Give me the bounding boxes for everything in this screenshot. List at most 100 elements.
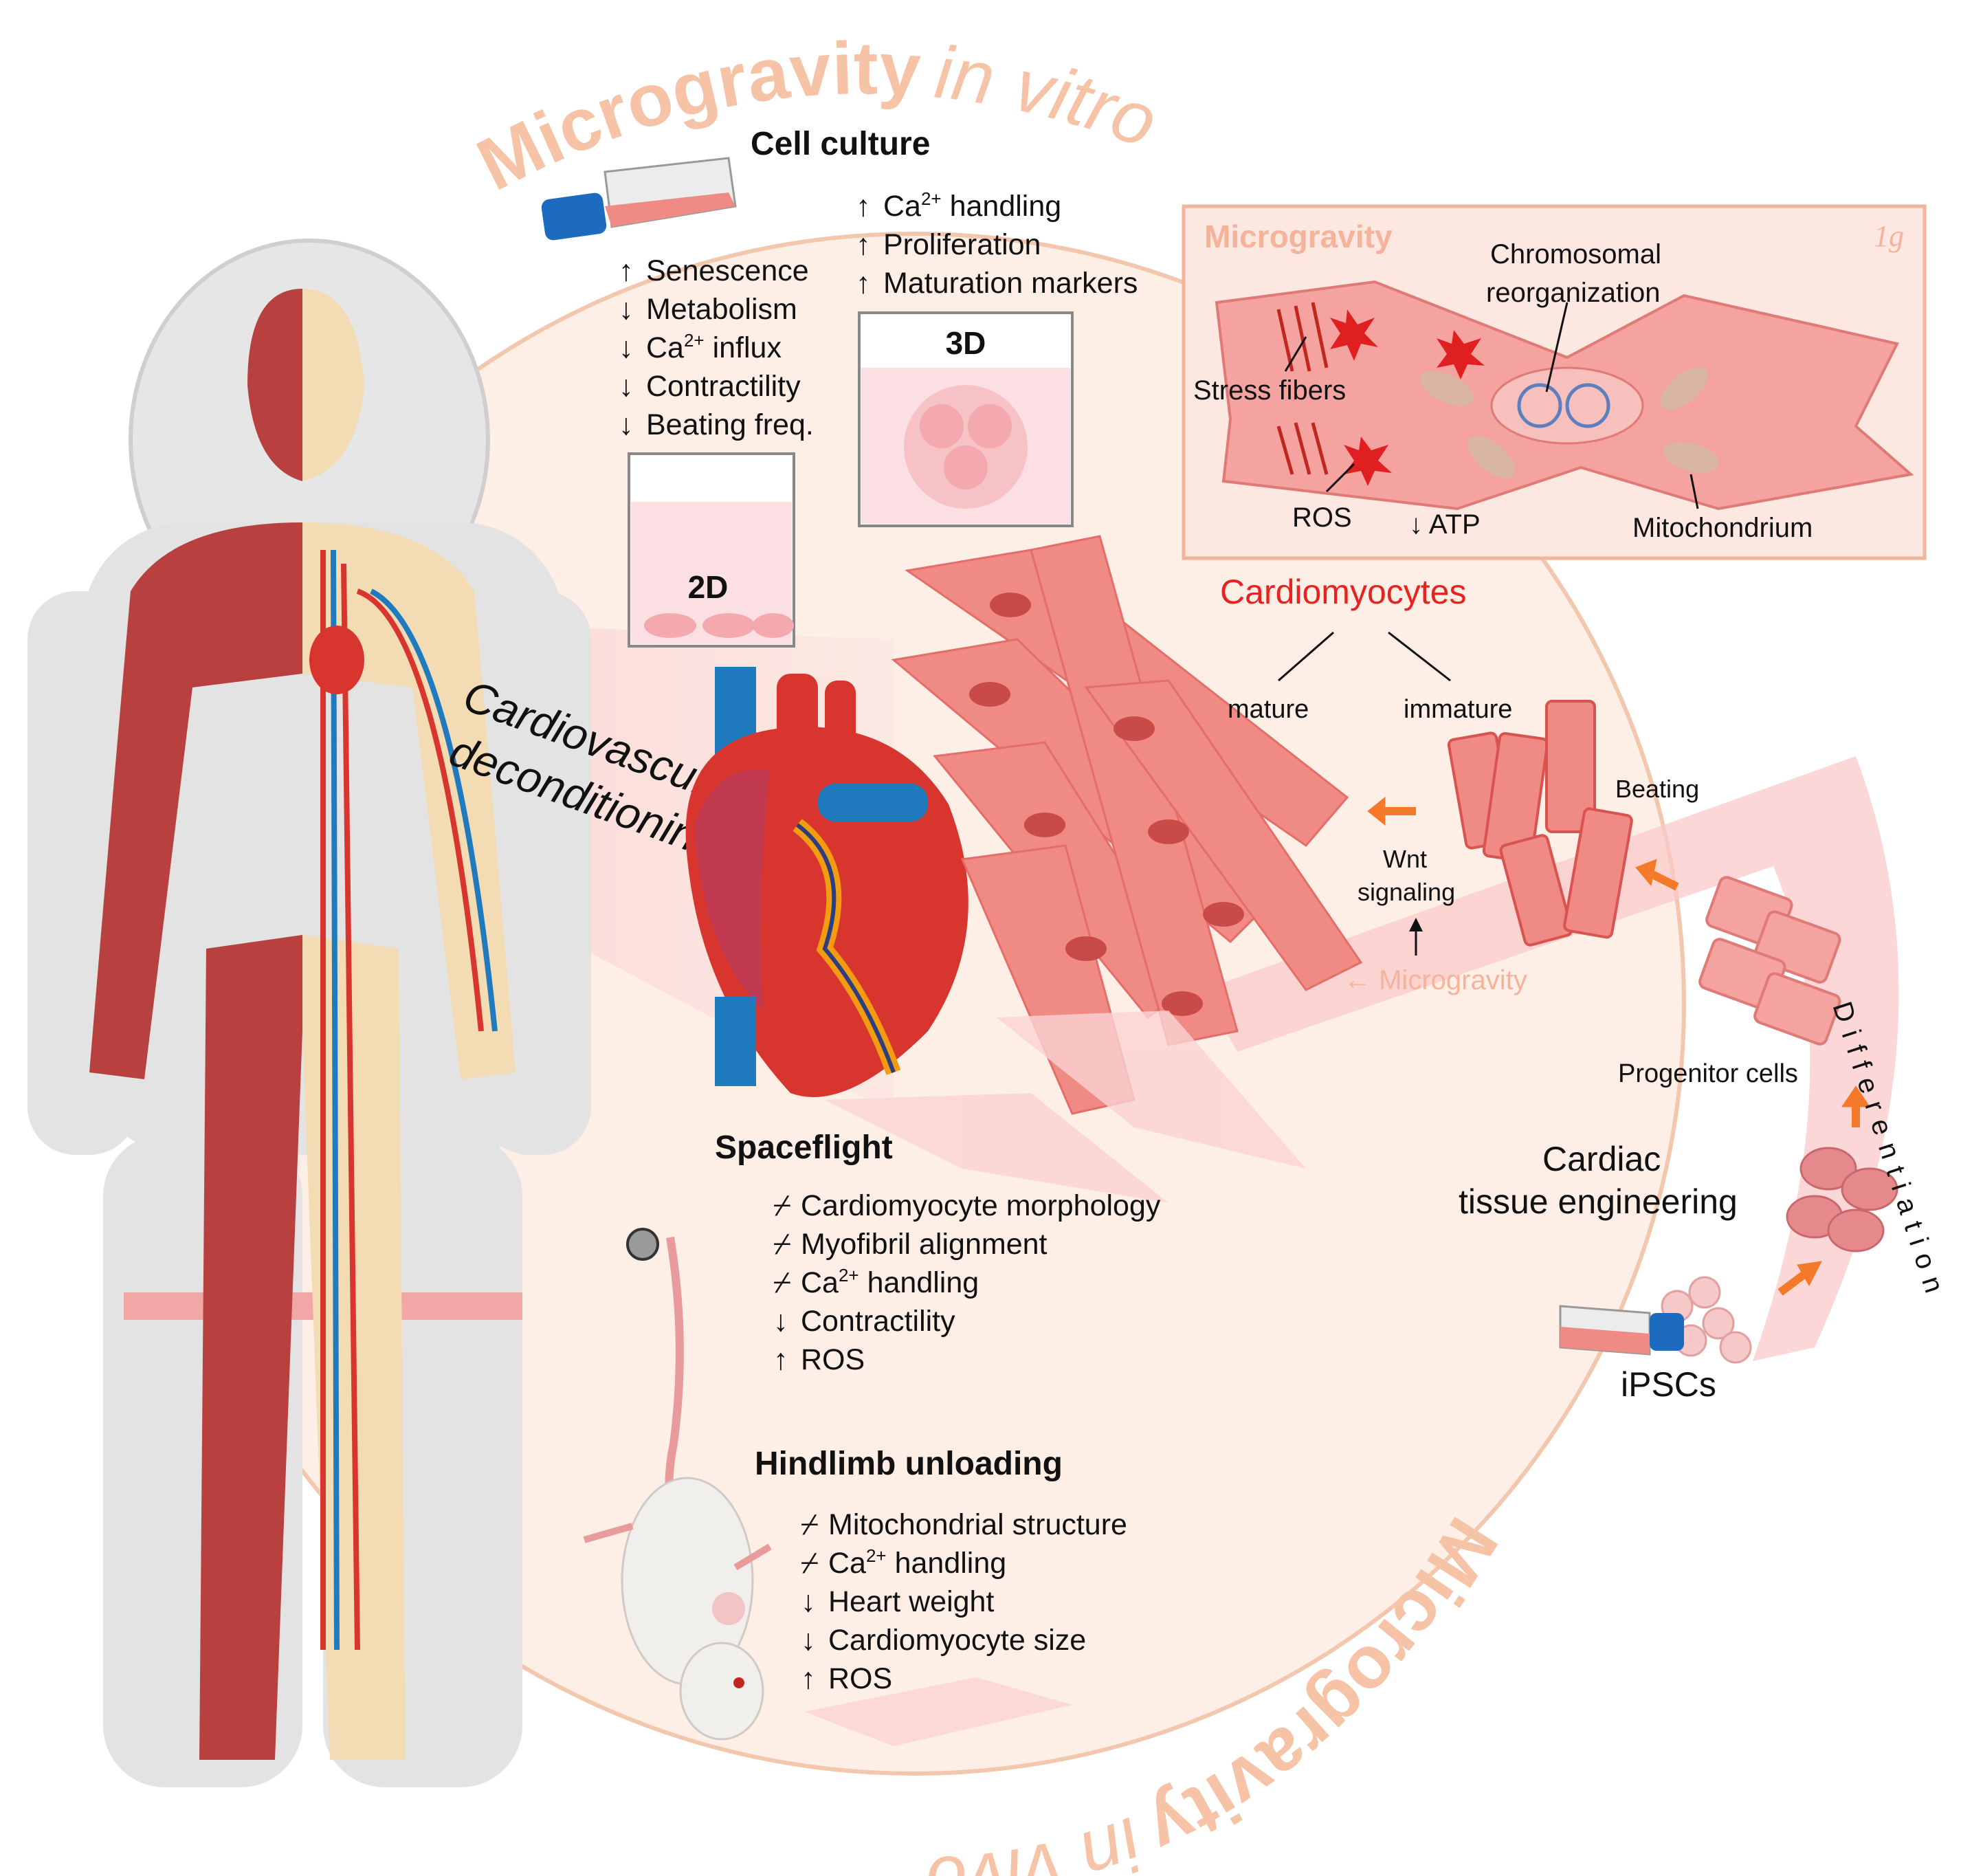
effect-glyph: ↑ [619, 254, 634, 287]
effect-glyph: ↓ [619, 408, 634, 441]
effect-tail: handling [858, 1266, 979, 1299]
effect-text: Senescence [646, 254, 809, 287]
dish-2d [628, 452, 795, 648]
effect-text: Proliferation [883, 228, 1041, 261]
ipscs-label: iPSCs [1621, 1365, 1716, 1404]
effect-item: ↑ ROS [801, 1659, 1127, 1698]
culture-flask-icon [541, 157, 737, 241]
effect-item: ↓ Contractility [619, 367, 814, 406]
effect-text: Contractility [646, 370, 801, 403]
cardiomyocyte-tissue [891, 535, 1363, 1115]
ros-label: ROS [1292, 503, 1352, 533]
effect-glyph: ⌿ [773, 1266, 791, 1299]
effect-item: ↓ Heart weight [801, 1582, 1127, 1621]
cell-culture-2d-list: ↑ Senescence ↓ Metabolism ↓ Ca2+ influx ↓ Contr… [619, 252, 814, 444]
effect-text: Maturation markers [883, 267, 1138, 300]
effect-item: ↑ Senescence [619, 252, 814, 290]
early-cell-clump [1786, 1147, 1898, 1252]
tissue-eng-line2: tissue engineering [1459, 1182, 1738, 1221]
effect-tail: handling [886, 1547, 1007, 1580]
effect-item: ↑ Maturation markers [856, 264, 1138, 302]
effect-item: ↑ ROS [773, 1340, 1160, 1379]
effect-text: ROS [801, 1343, 865, 1376]
cell-culture-3d-list: ↑ Ca2+ handling ↑ Proliferation ↑ Maturation … [856, 187, 1138, 302]
mitochondrium-label: Mitochondrium [1632, 513, 1813, 543]
effect-glyph: ↓ [619, 331, 634, 364]
tissue-eng-line1: Cardiac [1542, 1140, 1661, 1178]
effect-superscript: 2+ [865, 1545, 887, 1566]
ipsc-flask-icon [1559, 1305, 1684, 1356]
effect-text: Ca [828, 1547, 866, 1580]
spaceflight-list: ⌿ Cardiomyocyte morphology ⌿ Myofibril alig… [773, 1187, 1160, 1379]
effect-text: Myofibril alignment [801, 1228, 1048, 1261]
effect-text: Cardiomyocyte size [828, 1624, 1087, 1657]
cell-culture-title: Cell culture [751, 126, 931, 162]
hindlimb-title: Hindlimb unloading [755, 1446, 1063, 1482]
effect-glyph: ⌿ [801, 1547, 819, 1580]
ros-burst-icons [1330, 309, 1485, 486]
effect-glyph: ↑ [801, 1662, 816, 1695]
progenitor-label: Progenitor cells [1618, 1059, 1798, 1088]
effect-text: Ca [801, 1266, 839, 1299]
beating-label: Beating [1615, 775, 1700, 803]
stress-fibers-label: Stress fibers [1193, 375, 1347, 406]
effect-item: ⌿ Myofibril alignment [773, 1225, 1160, 1263]
orange-arrows [1367, 796, 1870, 1296]
cardiomyocyte-nuclei [969, 593, 1244, 1016]
effect-superscript: 2+ [838, 1265, 859, 1285]
effect-glyph: ↑ [856, 267, 871, 300]
effect-text: Metabolism [646, 293, 797, 326]
effect-item: ⌿ Ca2+ handling [773, 1263, 1160, 1302]
microgravity-arrow-label: ← Microgravity [1344, 965, 1527, 995]
effect-text: Beating freq. [646, 408, 814, 441]
effect-text: Mitochondrial structure [828, 1508, 1127, 1541]
progenitor-cells [1698, 876, 1841, 1046]
inset-title: Microgravity [1204, 219, 1393, 254]
astronaut-figure [27, 239, 591, 1787]
wnt-label-line1: Wnt [1383, 845, 1428, 873]
effect-item: ⌿ Cardiomyocyte morphology [773, 1187, 1160, 1225]
effect-glyph: ↓ [801, 1585, 816, 1618]
effect-glyph: ⌿ [773, 1189, 791, 1222]
effect-text: Heart weight [828, 1585, 995, 1618]
effect-tail: handling [941, 190, 1062, 223]
effect-text: Ca [883, 190, 921, 223]
effect-glyph: ↑ [856, 190, 871, 223]
effect-item: ⌿ Ca2+ handling [801, 1544, 1127, 1582]
effect-glyph: ⌿ [801, 1508, 819, 1541]
spaceflight-title: Spaceflight [715, 1129, 893, 1166]
effect-glyph: ↓ [619, 293, 634, 326]
label-2d: 2D [688, 569, 729, 605]
effect-item: ↓Contractility [773, 1302, 1160, 1340]
effect-text: ROS [828, 1662, 893, 1695]
immature-cells [1447, 700, 1633, 947]
mature-label: mature [1228, 695, 1309, 724]
effect-item: ↓ Metabolism [619, 290, 814, 329]
effect-glyph: ↓ [619, 370, 634, 403]
effect-item: ⌿ Mitochondrial structure [801, 1505, 1127, 1544]
immature-label: immature [1404, 695, 1513, 724]
cardiomyocytes-title: Cardiomyocytes [1220, 573, 1467, 611]
effect-text: Ca [646, 331, 684, 364]
effect-item: ↑ Ca2+ handling [856, 187, 1138, 225]
effect-item: ↓ Ca2+ influx [619, 329, 814, 367]
inset-corner-label: 1g [1874, 219, 1904, 253]
effect-text: Contractility [801, 1305, 955, 1338]
effect-glyph: ↑ [773, 1343, 788, 1376]
effect-item: ↓ Beating freq. [619, 406, 814, 444]
effect-superscript: 2+ [683, 330, 705, 351]
wnt-label-line2: signaling [1358, 878, 1456, 906]
label-3d: 3D [946, 325, 986, 361]
effect-superscript: 2+ [920, 188, 942, 209]
hindlimb-list: ⌿ Mitochondrial structure ⌿ Ca2+ handling ↓ H… [801, 1505, 1127, 1698]
dish-3d [858, 311, 1074, 527]
effect-text: Cardiomyocyte morphology [801, 1189, 1161, 1222]
effect-glyph: ↑ [856, 228, 871, 261]
effect-item: ↑ Proliferation [856, 225, 1138, 264]
effect-item: ↓Cardiomyocyte size [801, 1621, 1127, 1659]
effect-tail: influx [704, 331, 782, 364]
atp-label: ↓ ATP [1409, 509, 1481, 540]
effect-glyph: ⌿ [773, 1228, 791, 1261]
